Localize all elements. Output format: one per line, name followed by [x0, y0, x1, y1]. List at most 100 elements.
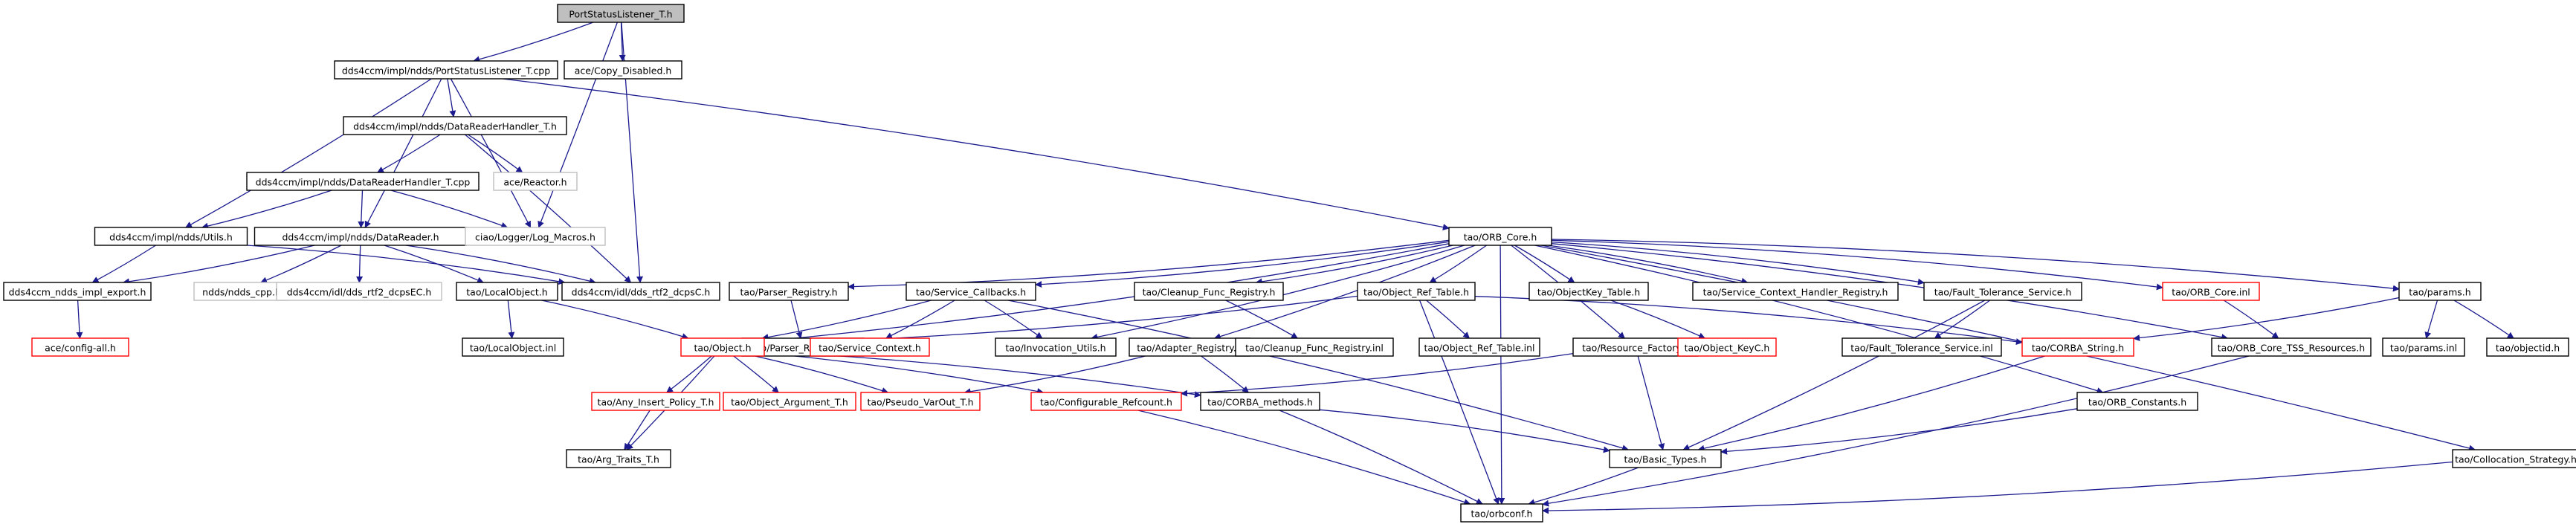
edge-drhcpp-to-datareader — [358, 190, 365, 228]
edge-datareader-to-dcpsc — [406, 245, 596, 285]
node-box — [566, 449, 671, 468]
node-drhcpp[interactable]: dds4ccm/impl/ndds/DataReaderHandler_T.cp… — [246, 172, 480, 191]
node-object[interactable]: tao/Object.h — [680, 337, 765, 357]
edge-orbconst-to-basictypes — [1720, 408, 2078, 455]
node-objreftab[interactable]: tao/Object_Ref_Table.h — [1357, 282, 1476, 301]
edge-ftsvc-to-basictypes — [1682, 300, 1986, 450]
node-label: tao/ORB_Constants.h — [2088, 397, 2186, 408]
node-basictypes[interactable]: tao/Basic_Types.h — [1609, 449, 1722, 468]
node-drh[interactable]: dds4ccm/impl/ndds/DataReaderHandler_T.h — [343, 116, 567, 135]
node-argtraits[interactable]: tao/Arg_Traits_T.h — [566, 449, 671, 468]
node-ftsvc[interactable]: tao/Fault_Tolerance_Service.h — [1923, 282, 2082, 301]
node-box — [1677, 337, 1777, 357]
node-pseudovar[interactable]: tao/Pseudo_VarOut_T.h — [860, 392, 981, 411]
node-objreftabinl[interactable]: tao/Object_Ref_Table.inl — [1418, 337, 1540, 357]
node-objarg[interactable]: tao/Object_Argument_T.h — [723, 392, 856, 411]
node-localobj[interactable]: tao/LocalObject.h — [456, 282, 558, 301]
node-utils[interactable]: dds4ccm/impl/ndds/Utils.h — [94, 227, 248, 246]
node-label: ace/Copy_Disabled.h — [575, 65, 672, 77]
node-corbameth[interactable]: tao/CORBA_methods.h — [1200, 392, 1320, 411]
edge-object-to-anyinsert — [666, 355, 712, 393]
node-box — [723, 392, 856, 411]
edge-pslcpp-to-logmacros — [450, 78, 532, 228]
node-objkeytab[interactable]: tao/ObjectKey_Table.h — [1529, 282, 1649, 301]
node-objkeyc[interactable]: tao/Object_KeyC.h — [1677, 337, 1777, 357]
edge-anyinsert-to-argtraits — [624, 410, 651, 450]
node-orbcore[interactable]: tao/ORB_Core.h — [1448, 227, 1552, 246]
node-dcpsec[interactable]: dds4ccm/idl/dds_rtf2_dcpsEC.h — [276, 282, 442, 301]
node-label: tao/Object.h — [694, 343, 751, 354]
node-corbastr[interactable]: tao/CORBA_String.h — [2021, 337, 2134, 357]
edge-svccb-to-object — [761, 300, 932, 341]
node-localinl[interactable]: tao/LocalObject.inl — [462, 337, 564, 357]
node-box — [456, 282, 558, 301]
node-box — [3, 282, 152, 301]
node-box — [462, 337, 564, 357]
node-box — [1418, 337, 1540, 357]
node-label: dds4ccm/impl/ndds/DataReaderHandler_T.h — [353, 121, 557, 132]
edge-object-to-pseudovar — [755, 355, 889, 394]
node-box — [94, 227, 248, 246]
edge-orbcoreinl-to-tssres — [2223, 300, 2279, 339]
edge-utils-to-dcpsc — [247, 245, 566, 285]
edge-params-to-corbastr — [2133, 297, 2400, 342]
edge-orbcore-to-params — [1551, 239, 2400, 292]
node-anyinsert[interactable]: tao/Any_Insert_Policy_T.h — [591, 392, 720, 411]
node-box — [1529, 282, 1649, 301]
node-svccb[interactable]: tao/Service_Callbacks.h — [906, 282, 1036, 301]
node-configall[interactable]: ace/config-all.h — [31, 337, 129, 357]
node-cleanup[interactable]: tao/Cleanup_Func_Registry.h — [1134, 282, 1284, 301]
node-copydis[interactable]: ace/Copy_Disabled.h — [564, 60, 682, 80]
node-tssres[interactable]: tao/ORB_Core_TSS_Resources.h — [2211, 337, 2372, 357]
node-parserreg[interactable]: tao/Parser_Registry.h — [729, 282, 849, 301]
node-box — [1129, 337, 1250, 357]
node-logmacros[interactable]: ciao/Logger/Log_Macros.h — [465, 227, 606, 246]
node-box — [1692, 282, 1899, 301]
node-label: tao/Adapter_Registry.h — [1137, 343, 1242, 354]
node-svcctx[interactable]: tao/Service_Context.h — [810, 337, 930, 357]
node-dcpsc[interactable]: dds4ccm/idl/dds_rtf2_dcpsC.h — [561, 282, 720, 301]
node-label: ace/Reactor.h — [503, 177, 566, 188]
node-label: dds4ccm/impl/ndds/DataReaderHandler_T.cp… — [256, 177, 471, 188]
node-paramsinl[interactable]: tao/params.inl — [2382, 337, 2465, 357]
node-orbcoreinl[interactable]: tao/ORB_Core.inl — [2162, 282, 2260, 301]
node-pslcpp[interactable]: dds4ccm/impl/ndds/PortStatusListener_T.c… — [334, 60, 558, 80]
node-label: tao/objectid.h — [2496, 343, 2560, 354]
node-objectid[interactable]: tao/objectid.h — [2486, 337, 2569, 357]
edge-pslcpp-to-drh — [447, 78, 456, 117]
node-label: tao/params.h — [2409, 287, 2470, 298]
node-nddscpp[interactable]: ndds/ndds_cpp.h — [193, 282, 290, 301]
node-root[interactable]: PortStatusListener_T.h — [557, 4, 685, 23]
node-label: tao/params.inl — [2390, 343, 2457, 354]
node-cleanupinl[interactable]: tao/Cleanup_Func_Registry.inl — [1235, 337, 1394, 357]
node-label: tao/Parser_Registry.h — [740, 287, 837, 298]
node-label: dds4ccm_ndds_impl_export.h — [9, 287, 146, 298]
node-params[interactable]: tao/params.h — [2398, 282, 2482, 301]
node-collocstrat[interactable]: tao/Collocation_Strategy.h — [2452, 449, 2576, 468]
edge-drh-to-reactor — [467, 134, 523, 173]
edge-root-to-pslcpp — [473, 22, 594, 63]
node-label: tao/orbconf.h — [1471, 508, 1533, 520]
edge-orbcore-to-orbcoreinl — [1551, 239, 2163, 291]
node-resfactory[interactable]: tao/Resource_Factory.h — [1572, 337, 1699, 357]
node-box — [680, 337, 765, 357]
node-invutils[interactable]: tao/Invocation_Utils.h — [995, 337, 1117, 357]
node-orbconst[interactable]: tao/ORB_Constants.h — [2076, 392, 2198, 411]
node-box — [1134, 282, 1284, 301]
node-reactor[interactable]: ace/Reactor.h — [493, 172, 578, 191]
node-box — [2398, 282, 2482, 301]
node-ftsvcinl[interactable]: tao/Fault_Tolerance_Service.inl — [1841, 337, 2002, 357]
edge-utils-to-implexport — [91, 245, 156, 283]
node-implexport[interactable]: dds4ccm_ndds_impl_export.h — [3, 282, 152, 301]
edge-svccb-to-basictypes — [1007, 300, 1630, 452]
node-datareader[interactable]: dds4ccm/impl/ndds/DataReader.h — [254, 227, 468, 246]
edge-orbcore-to-ftsvc — [1551, 241, 1925, 285]
node-orbconf[interactable]: tao/orbconf.h — [1460, 503, 1543, 523]
node-box — [2211, 337, 2372, 357]
edge-drh-to-dcpsc — [465, 134, 632, 283]
edge-drhcpp-to-utils — [201, 190, 332, 230]
node-adapterreg[interactable]: tao/Adapter_Registry.h — [1129, 337, 1250, 357]
node-cfgrefcount[interactable]: tao/Configurable_Refcount.h — [1030, 392, 1182, 411]
node-schreg[interactable]: tao/Service_Context_Handler_Registry.h — [1692, 282, 1899, 301]
